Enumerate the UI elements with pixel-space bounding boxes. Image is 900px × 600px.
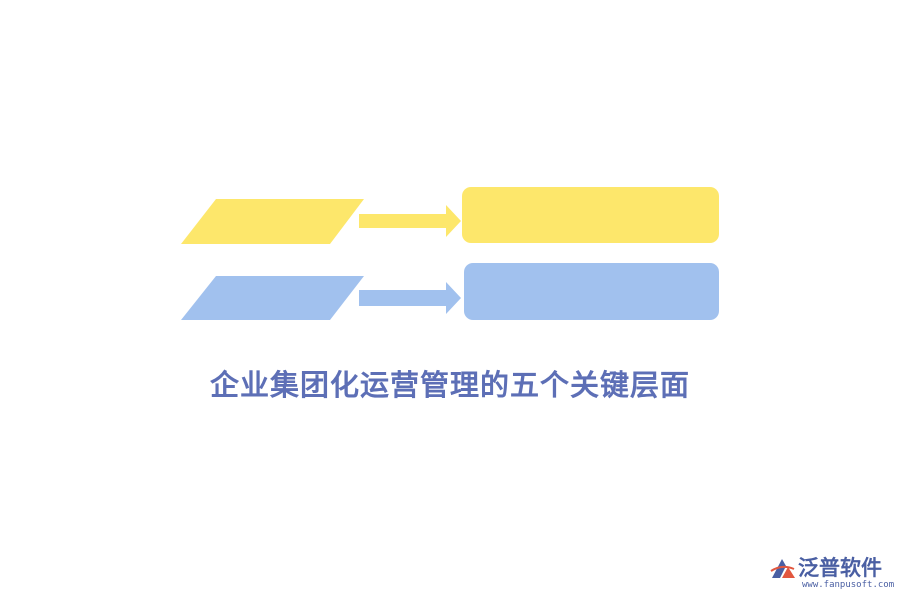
output-box [464, 263, 719, 320]
brand-logo[interactable]: 泛普软件 www.fanpusoft.com [768, 551, 894, 595]
arrow [359, 282, 461, 314]
arrow [359, 205, 461, 237]
flow-row-2 [181, 263, 719, 320]
brand-url: www.fanpusoft.com [802, 580, 895, 590]
brand-logo-icon [770, 559, 795, 578]
input-parallelogram [181, 199, 364, 244]
diagram-title: 企业集团化运营管理的五个关键层面 [209, 368, 690, 402]
input-parallelogram [181, 276, 364, 320]
flow-row-1 [181, 187, 719, 244]
brand-name: 泛普软件 [798, 556, 882, 580]
output-box [462, 187, 719, 243]
